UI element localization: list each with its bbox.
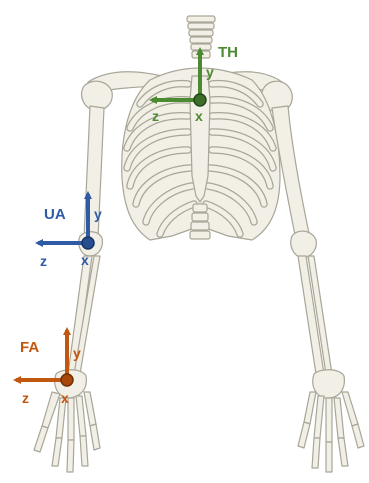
upper-arm-z-label: z [40,253,47,269]
forearm-x-label: x [61,390,69,406]
right-shoulder [82,81,113,110]
thoracic-spine [190,204,210,239]
thorax-frame-label: TH [218,44,238,61]
thorax-origin-marker [194,94,206,106]
left-wrist [313,370,345,398]
forearm-frame-label: FA [20,339,39,356]
upper-arm-x-label: x [81,252,89,268]
thorax-z-label: z [152,108,159,124]
thorax-y-label: y [206,64,214,80]
forearm-z-label: z [22,390,29,406]
left-hand [298,392,364,472]
forearm-y-label: y [73,345,81,361]
upper-arm-y-label: y [94,206,102,222]
upper-arm-frame-label: UA [44,206,66,223]
thorax-x-label: x [195,108,203,124]
upper-arm-origin-marker [82,237,94,249]
forearm-origin-marker [61,374,73,386]
left-elbow [291,231,317,258]
